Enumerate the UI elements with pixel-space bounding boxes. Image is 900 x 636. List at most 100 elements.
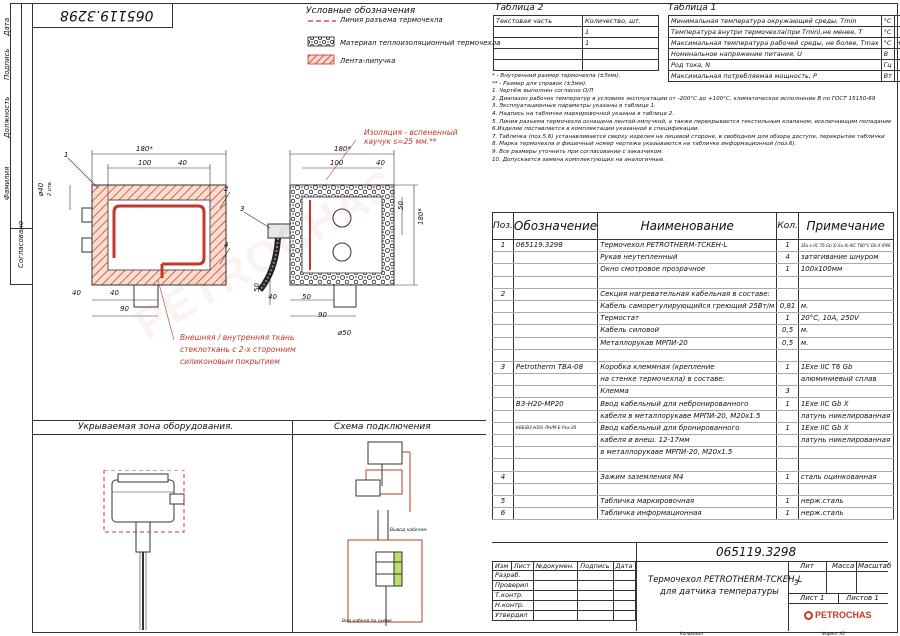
tb-lit-header: Лит xyxy=(800,562,814,570)
spec-cell xyxy=(776,288,799,301)
spec-cell: 1 xyxy=(776,263,799,277)
table2-header: Текстовая часть xyxy=(493,15,583,27)
table2-title: Таблица 2 xyxy=(495,3,544,13)
tb-left-header: Подпись xyxy=(577,561,614,571)
spec-cell: Клемма xyxy=(597,385,778,399)
spec-cell: 1Exe IIC Gb X xyxy=(797,397,894,411)
table1-cell: В xyxy=(880,48,895,60)
spec-row xyxy=(492,276,894,289)
copied-label: Копировал xyxy=(680,631,703,636)
spec-row: в металлорукаве МРПИ-20, М20х1.5 xyxy=(492,446,894,460)
dim-label: 90 xyxy=(120,305,129,313)
dim-label: 40 xyxy=(110,289,119,297)
note-line: 6.Изделие поставляется в комплектации ук… xyxy=(492,126,700,133)
note-line: 1. Чертёж выполнен согласно О/Л xyxy=(492,88,594,95)
table1-cell: 20,4 xyxy=(893,70,900,82)
spec-cell xyxy=(512,458,599,472)
tb-sheets: Листов 1 xyxy=(846,594,879,602)
note-line: 3. Эксплуатационные параметры указаны в … xyxy=(492,103,656,110)
spec-cell xyxy=(512,410,599,423)
spec-cell xyxy=(492,251,514,265)
spec-cell: 3 xyxy=(492,361,514,375)
table1: Минимальная температура окружающей среды… xyxy=(668,15,900,82)
spec-cell xyxy=(492,276,514,289)
spec-cell xyxy=(512,288,599,301)
zone-title: Укрываемая зона оборудования. xyxy=(78,422,234,432)
spec-cell: 1 xyxy=(776,471,799,484)
spec-cell: 0,5 xyxy=(776,337,799,350)
spec-header: Кол. xyxy=(776,212,799,240)
spec-cell: 6 xyxy=(492,507,514,521)
notes: * - Внутренний размер термочехла (±5мм).… xyxy=(492,73,891,165)
title-block-name-1: Термочехол PETROTHERM-ТСКЕН-L xyxy=(648,575,803,585)
doc-number: 065119.3298 xyxy=(60,7,154,23)
spec-cell xyxy=(492,349,514,362)
spec-cell: Окно смотровое прозрачное xyxy=(597,263,778,277)
table1-cell: Максимальная потребляемая мощность, P xyxy=(668,70,882,82)
format-label: Формат А3 xyxy=(822,631,845,636)
tb-left-row-label: Утвердил xyxy=(492,610,534,621)
spec-cell: 2 xyxy=(492,288,514,301)
spec-cell: Кабель силовой xyxy=(597,324,778,338)
spec-row: на стенке термочехла) в составе:алюминие… xyxy=(492,373,894,387)
table1-cell: +10 xyxy=(893,26,900,38)
spec-cell xyxy=(797,349,894,362)
spec-cell xyxy=(512,483,599,496)
spec-cell xyxy=(512,434,599,448)
spec-cell: Табличка маркировочная xyxy=(597,495,778,509)
spec-cell: 0,81 xyxy=(776,300,799,314)
spec-cell: на стенке термочехла) в составе: xyxy=(597,373,778,387)
spec-cell: 1Exe IIC Gb X xyxy=(797,422,894,436)
leader-label-2: 2 xyxy=(224,185,229,193)
spec-cell xyxy=(492,263,514,277)
note-line: 4. Надпись на табличке маркировочной ука… xyxy=(492,110,675,117)
dim-label: 40 xyxy=(268,293,277,301)
fabric-note-1: Внешняя / внутренняя ткань xyxy=(180,333,295,342)
spec-cell: нерж.сталь xyxy=(797,495,894,509)
spec-cell xyxy=(776,373,799,387)
spec-cell xyxy=(512,446,599,460)
table2-cell: 1 xyxy=(582,37,659,49)
table1-cell: +100 xyxy=(893,37,900,49)
spec-cell: 065119.3298 xyxy=(512,239,599,253)
table1-cell: Гц xyxy=(880,59,895,71)
zone-frame xyxy=(32,420,293,632)
spec-cell xyxy=(512,507,599,521)
zone-drawing xyxy=(103,470,185,630)
doc-number-box xyxy=(32,3,173,28)
tb-left-row-label: Т.контр. xyxy=(492,590,534,601)
spec-header: Примечание xyxy=(797,212,894,240)
spec-cell: 1 xyxy=(776,495,799,509)
tb-mass-header: Масса xyxy=(832,562,855,570)
table1-cell: °C xyxy=(880,15,895,27)
spec-cell: КВБ(ВЗ-Н20)-ЛН/М-Е-Рхх-20 xyxy=(512,422,599,436)
dim-label: 90 xyxy=(318,311,327,319)
spec-cell xyxy=(797,276,894,289)
spec-cell xyxy=(492,385,514,399)
table1-cell: °C xyxy=(880,26,895,38)
dim-label: 50 xyxy=(302,293,311,301)
tb-left-header: Изм xyxy=(492,561,512,571)
spec-cell xyxy=(492,483,514,496)
spec-cell xyxy=(492,373,514,387)
dim-label: 180* xyxy=(417,208,425,225)
sheet-border xyxy=(32,3,898,633)
spec-cell: Термочехол PETROTHERM-ТСКЕН-L xyxy=(597,239,778,253)
dim-label: 180* xyxy=(334,145,351,153)
table1-cell: 220 xyxy=(893,48,900,60)
dim-label: 40 xyxy=(72,289,81,297)
note-line: 9. Все размеры уточнить при согласовании… xyxy=(492,148,664,155)
spec-cell: 1Ex e IIC T6 Gb X/ Ex tb IIIC T80°C Db X… xyxy=(797,239,894,253)
legend-item-velcro: Лента-липучка xyxy=(340,57,396,65)
spec-cell: кабеля в металлорукаве МРПИ-20, М20х1.5 xyxy=(597,410,778,423)
spec-cell xyxy=(797,458,894,472)
spec-cell: 1Exe IIC T6 Gb xyxy=(797,361,894,375)
dim-label: 100 xyxy=(138,159,152,167)
